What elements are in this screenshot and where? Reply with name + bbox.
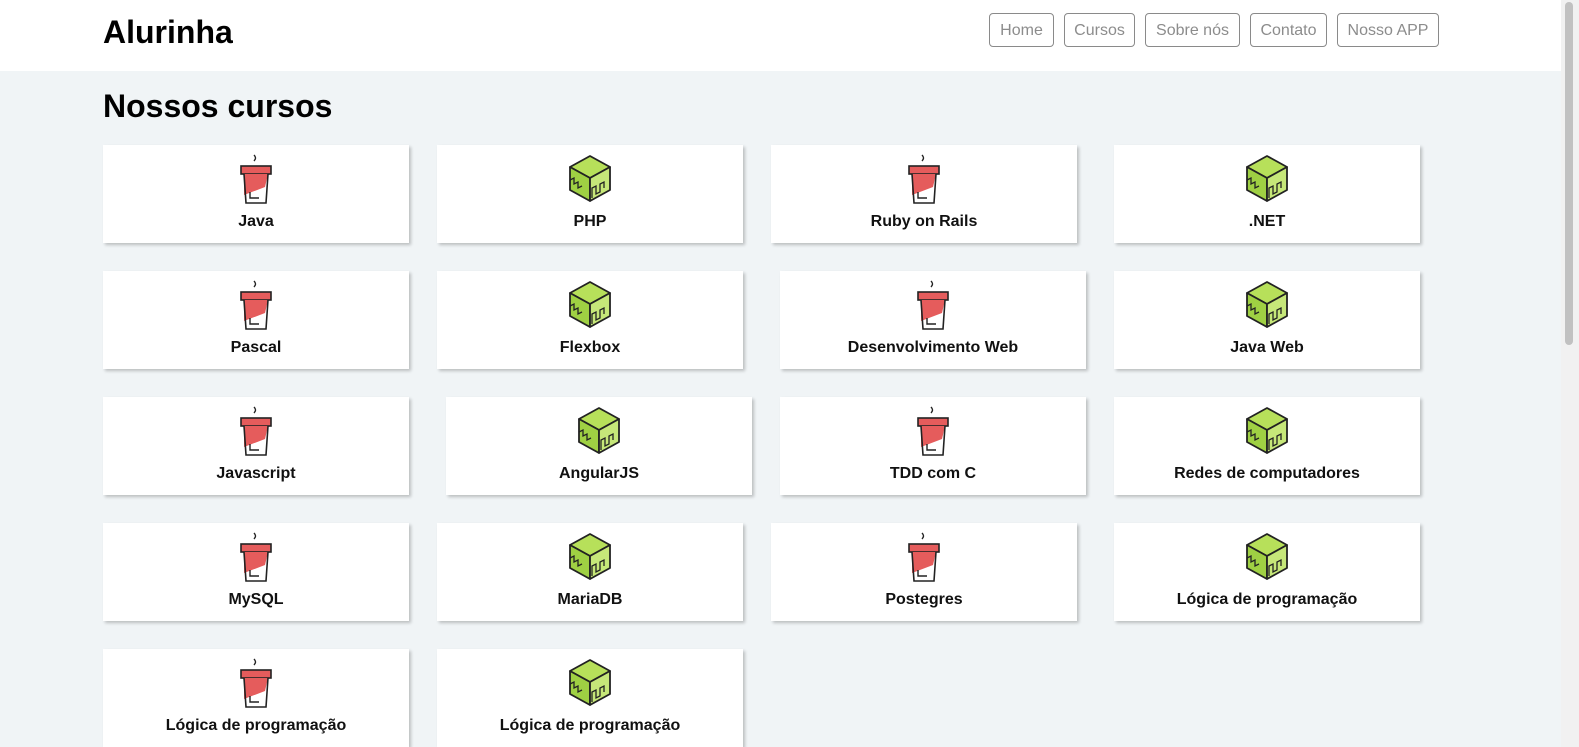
coffee-cup-icon: [234, 280, 278, 332]
coffee-cup-icon: [234, 406, 278, 458]
course-card[interactable]: Lógica de programação: [437, 649, 743, 747]
coffee-cup-icon: [911, 406, 955, 458]
course-title: Lógica de programação: [499, 717, 681, 734]
course-card[interactable]: Pascal: [103, 271, 409, 369]
course-card[interactable]: TDD com C: [780, 397, 1086, 495]
nav-sobre-nos-button[interactable]: Sobre nós: [1145, 13, 1240, 47]
course-card[interactable]: AngularJS: [446, 397, 752, 495]
green-cube-icon: [568, 280, 612, 332]
scrollbar-thumb[interactable]: [1565, 2, 1573, 345]
green-cube-icon: [1245, 154, 1289, 206]
nav-home-button[interactable]: Home: [989, 13, 1054, 47]
green-cube-icon: [1245, 280, 1289, 332]
site-header: Alurinha Home Cursos Sobre nós Contato N…: [0, 0, 1561, 71]
course-title: Flexbox: [559, 339, 621, 356]
green-cube-icon: [568, 658, 612, 710]
course-card[interactable]: PHP: [437, 145, 743, 243]
course-card[interactable]: Ruby on Rails: [771, 145, 1077, 243]
course-card[interactable]: .NET: [1114, 145, 1420, 243]
coffee-cup-icon: [234, 532, 278, 584]
green-cube-icon: [1245, 406, 1289, 458]
course-title: Ruby on Rails: [870, 213, 978, 230]
course-title: Postegres: [885, 591, 963, 608]
course-title: AngularJS: [558, 465, 639, 482]
course-title: Javascript: [216, 465, 296, 482]
nav-cursos-button[interactable]: Cursos: [1064, 13, 1135, 47]
course-title: .NET: [1248, 213, 1286, 230]
course-card[interactable]: Redes de computadores: [1114, 397, 1420, 495]
course-card[interactable]: Java: [103, 145, 409, 243]
coffee-cup-icon: [234, 658, 278, 710]
coffee-cup-icon: [902, 532, 946, 584]
course-title: TDD com C: [889, 465, 977, 482]
course-title: PHP: [573, 213, 607, 230]
course-title: Desenvolvimento Web: [847, 339, 1019, 356]
course-card[interactable]: Desenvolvimento Web: [780, 271, 1086, 369]
course-title: MySQL: [228, 591, 284, 608]
course-card[interactable]: Flexbox: [437, 271, 743, 369]
course-card[interactable]: MySQL: [103, 523, 409, 621]
course-card[interactable]: Java Web: [1114, 271, 1420, 369]
course-card[interactable]: Lógica de programação: [1114, 523, 1420, 621]
vertical-scrollbar[interactable]: [1561, 0, 1579, 747]
course-card[interactable]: Lógica de programação: [103, 649, 409, 747]
course-title: Pascal: [230, 339, 282, 356]
nav-contato-button[interactable]: Contato: [1250, 13, 1327, 47]
coffee-cup-icon: [902, 154, 946, 206]
course-title: Redes de computadores: [1174, 465, 1360, 482]
course-title: Java Web: [1230, 339, 1304, 356]
green-cube-icon: [568, 154, 612, 206]
course-title: Lógica de programação: [1176, 591, 1358, 608]
nav-nosso-app-button[interactable]: Nosso APP: [1337, 13, 1439, 47]
course-title: Lógica de programação: [165, 717, 347, 734]
course-title: Java: [238, 213, 274, 230]
green-cube-icon: [568, 532, 612, 584]
course-title: MariaDB: [557, 591, 623, 608]
course-card[interactable]: Javascript: [103, 397, 409, 495]
coffee-cup-icon: [234, 154, 278, 206]
page-title: Nossos cursos: [103, 88, 333, 124]
green-cube-icon: [1245, 532, 1289, 584]
course-card[interactable]: MariaDB: [437, 523, 743, 621]
coffee-cup-icon: [911, 280, 955, 332]
course-card[interactable]: Postegres: [771, 523, 1077, 621]
brand-logo[interactable]: Alurinha: [103, 14, 233, 50]
green-cube-icon: [577, 406, 621, 458]
